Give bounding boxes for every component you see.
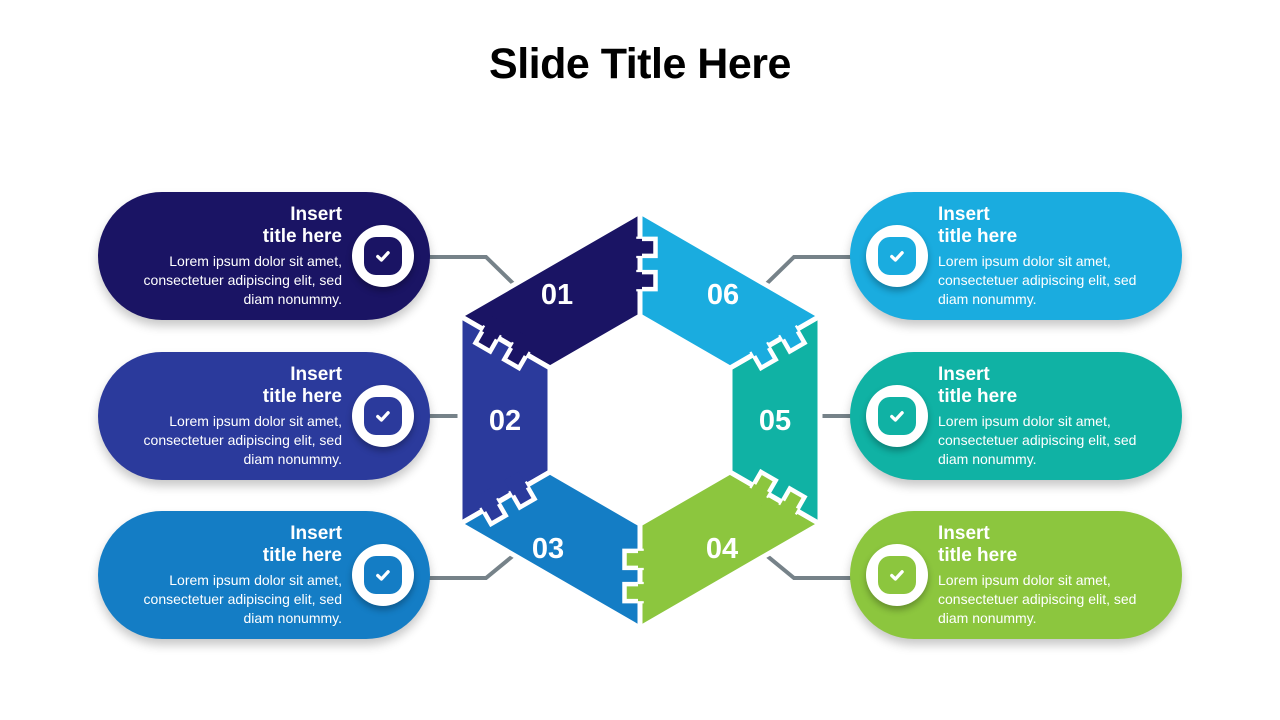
puzzle-tab <box>745 483 769 508</box>
card-body-text: Lorem ipsum dolor sit amet, consectetuer… <box>938 571 1137 626</box>
card-text: Insert title here Lorem ipsum dolor sit … <box>938 204 1170 308</box>
puzzle-tab <box>624 238 642 256</box>
check-icon <box>866 544 928 606</box>
card-text: Insert title here Lorem ipsum dolor sit … <box>110 523 342 627</box>
card-title: Insert title here <box>262 522 342 567</box>
card-item-03: Insert title here Lorem ipsum dolor sit … <box>98 511 430 639</box>
card-title: Insert title here <box>938 203 1018 248</box>
check-icon <box>866 385 928 447</box>
card-text: Insert title here Lorem ipsum dolor sit … <box>110 204 342 308</box>
check-icon <box>352 225 414 287</box>
puzzle-tab <box>482 315 506 340</box>
check-icon <box>352 385 414 447</box>
card-title: Insert title here <box>262 363 342 408</box>
puzzle-tab <box>504 471 528 496</box>
piece-number-06: 06 <box>707 279 739 311</box>
puzzle-tab <box>475 488 499 513</box>
card-body-text: Lorem ipsum dolor sit amet, consectetuer… <box>938 252 1137 307</box>
card-item-05: Insert title here Lorem ipsum dolor sit … <box>850 352 1182 480</box>
puzzle-tab <box>638 550 656 568</box>
puzzle-tab <box>774 315 798 340</box>
card-body-text: Lorem ipsum dolor sit amet, consectetuer… <box>938 412 1137 467</box>
card-title: Insert title here <box>938 363 1018 408</box>
piece-number-01: 01 <box>541 279 573 311</box>
card-text: Insert title here Lorem ipsum dolor sit … <box>110 364 342 468</box>
card-item-01: Insert title here Lorem ipsum dolor sit … <box>98 192 430 320</box>
card-body-text: Lorem ipsum dolor sit amet, consectetuer… <box>143 412 342 467</box>
card-item-02: Insert title here Lorem ipsum dolor sit … <box>98 352 430 480</box>
puzzle-tab <box>745 332 769 357</box>
check-icon <box>352 544 414 606</box>
puzzle-tab <box>638 584 656 602</box>
slide-title: Slide Title Here <box>489 40 791 88</box>
puzzle-tab <box>774 500 798 525</box>
card-body-text: Lorem ipsum dolor sit amet, consectetuer… <box>143 571 342 626</box>
card-title: Insert title here <box>938 522 1018 567</box>
card-item-04: Insert title here Lorem ipsum dolor sit … <box>850 511 1182 639</box>
piece-number-03: 03 <box>532 533 564 565</box>
puzzle-tab <box>511 332 535 357</box>
piece-number-02: 02 <box>489 405 521 437</box>
piece-number-04: 04 <box>706 533 738 565</box>
card-text: Insert title here Lorem ipsum dolor sit … <box>938 523 1170 627</box>
card-item-06: Insert title here Lorem ipsum dolor sit … <box>850 192 1182 320</box>
card-body-text: Lorem ipsum dolor sit amet, consectetuer… <box>143 252 342 307</box>
puzzle-tab <box>624 272 642 290</box>
card-title: Insert title here <box>262 203 342 248</box>
check-icon <box>866 225 928 287</box>
card-text: Insert title here Lorem ipsum dolor sit … <box>938 364 1170 468</box>
piece-number-05: 05 <box>759 405 791 437</box>
